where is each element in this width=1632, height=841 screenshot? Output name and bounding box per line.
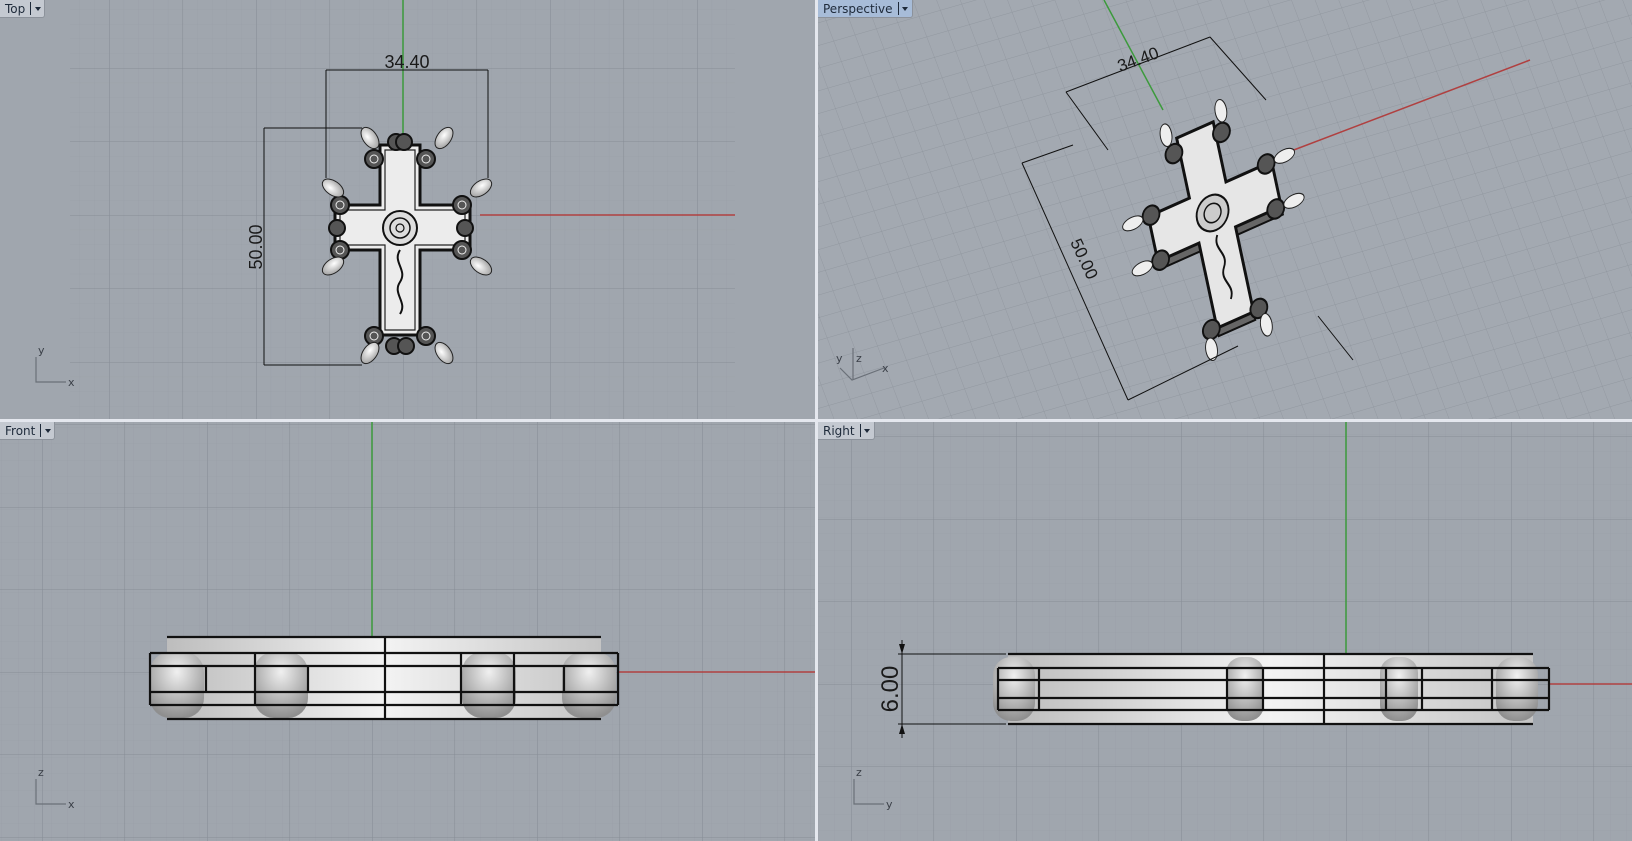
- dimension-thickness[interactable]: [898, 640, 1006, 738]
- right-view-canvas[interactable]: 6.00 z y: [818, 422, 1632, 841]
- dimension-thickness-label: 6.00: [877, 666, 904, 713]
- viewport-title: Right: [823, 423, 855, 438]
- axis-indicator: y z x: [836, 348, 889, 381]
- axis-indicator: y x: [35, 344, 75, 389]
- svg-text:y: y: [38, 344, 45, 357]
- viewport-title: Perspective: [823, 1, 893, 16]
- viewport-perspective[interactable]: 34.40 50.00 y z x Perspective: [818, 0, 1632, 419]
- perspective-view-canvas[interactable]: 34.40 50.00 y z x: [818, 0, 1632, 419]
- viewport-top[interactable]: 34.40 50.00 y x Top: [0, 0, 815, 419]
- svg-text:x: x: [68, 798, 75, 811]
- dimension-width[interactable]: [325, 69, 489, 178]
- dropdown-arrow-icon[interactable]: [31, 7, 44, 11]
- svg-text:x: x: [68, 376, 75, 389]
- viewport-splitter-horizontal[interactable]: [0, 419, 1632, 422]
- dropdown-arrow-icon[interactable]: [41, 429, 54, 433]
- axis-indicator: z x: [35, 766, 75, 811]
- dimension-width[interactable]: [1065, 36, 1267, 151]
- cross-model[interactable]: [319, 124, 495, 367]
- svg-text:z: z: [38, 766, 44, 779]
- dimension-width-label: 34.40: [384, 52, 429, 72]
- viewport-label-perspective[interactable]: Perspective: [818, 0, 913, 18]
- viewport-title: Top: [5, 1, 26, 16]
- front-view-canvas[interactable]: z x: [0, 422, 815, 841]
- cross-model[interactable]: [1106, 73, 1328, 385]
- dimension-height[interactable]: [263, 127, 362, 366]
- svg-text:x: x: [882, 362, 889, 375]
- dropdown-arrow-icon[interactable]: [861, 429, 874, 433]
- top-view-canvas[interactable]: 34.40 50.00 y x: [0, 0, 815, 419]
- grid: [0, 422, 815, 841]
- grid: [818, 422, 1632, 841]
- dimension-height[interactable]: [1021, 144, 1354, 401]
- viewport-label-front[interactable]: Front: [0, 422, 56, 440]
- axis-indicator: z y: [853, 766, 893, 811]
- viewport-label-top[interactable]: Top: [0, 0, 46, 18]
- dropdown-arrow-icon[interactable]: [899, 7, 912, 11]
- viewport-title: Front: [5, 423, 36, 438]
- viewport-front[interactable]: z x Front: [0, 422, 815, 841]
- svg-text:y: y: [886, 798, 893, 811]
- y-axis-line: [1103, 0, 1164, 111]
- front-profile-model[interactable]: [148, 635, 620, 721]
- svg-text:z: z: [856, 766, 862, 779]
- dimension-height-label: 50.00: [246, 224, 266, 269]
- svg-text:z: z: [856, 352, 862, 365]
- viewport-right[interactable]: 6.00 z y Right: [818, 422, 1632, 841]
- right-profile-model[interactable]: [993, 652, 1551, 726]
- viewport-label-right[interactable]: Right: [818, 422, 875, 440]
- svg-text:y: y: [836, 352, 843, 365]
- x-axis-line: [1277, 59, 1531, 157]
